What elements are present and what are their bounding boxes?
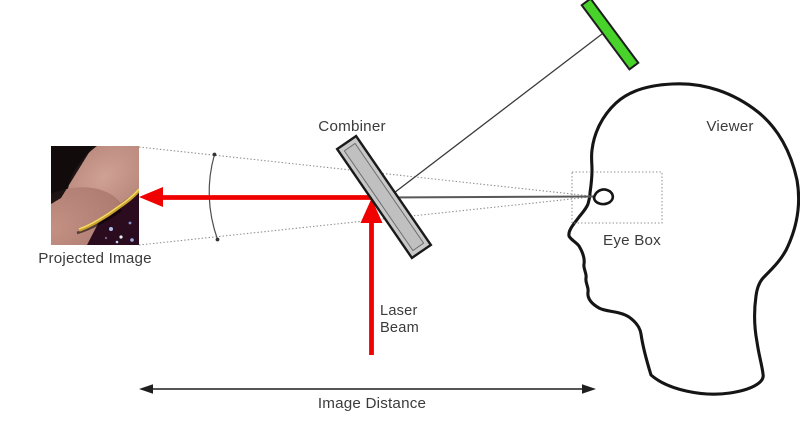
laser-beam-label: Laser Beam — [380, 303, 419, 337]
chip-glint — [104, 236, 108, 240]
laser-beam-vertical-arrow — [360, 198, 383, 355]
photo-shadow — [51, 146, 93, 204]
image-distance-arrow — [139, 384, 596, 394]
photo-art — [51, 146, 139, 245]
chip-glint — [115, 240, 119, 244]
chip-glint — [128, 221, 132, 225]
combiner-element — [335, 134, 433, 260]
finger-bottom — [51, 187, 128, 245]
chip-glint — [119, 235, 123, 239]
gold-wire — [78, 188, 139, 232]
viewer-eye — [592, 188, 615, 206]
image-distance-label: Image Distance — [317, 395, 427, 412]
scanning-mirror — [580, 0, 640, 71]
mirror-to-combiner-line — [389, 33, 603, 197]
eye-box-label: Eye Box — [603, 232, 661, 249]
optical-axis-line — [383, 195, 596, 199]
viewer-label: Viewer — [706, 118, 754, 135]
chip-glint — [109, 227, 113, 231]
projected-image-label: Projected Image — [38, 250, 152, 267]
viewer-head-outline — [567, 82, 800, 396]
chip-glint — [130, 238, 134, 242]
wire-shadow — [76, 208, 122, 235]
projected-ray-arrow — [139, 187, 382, 207]
gold-wire-highlight — [78, 188, 139, 230]
projected-image-photo — [51, 146, 139, 245]
sight-line-bottom — [138, 195, 596, 246]
combiner-label: Combiner — [318, 118, 386, 135]
sight-line-top — [138, 146, 596, 198]
